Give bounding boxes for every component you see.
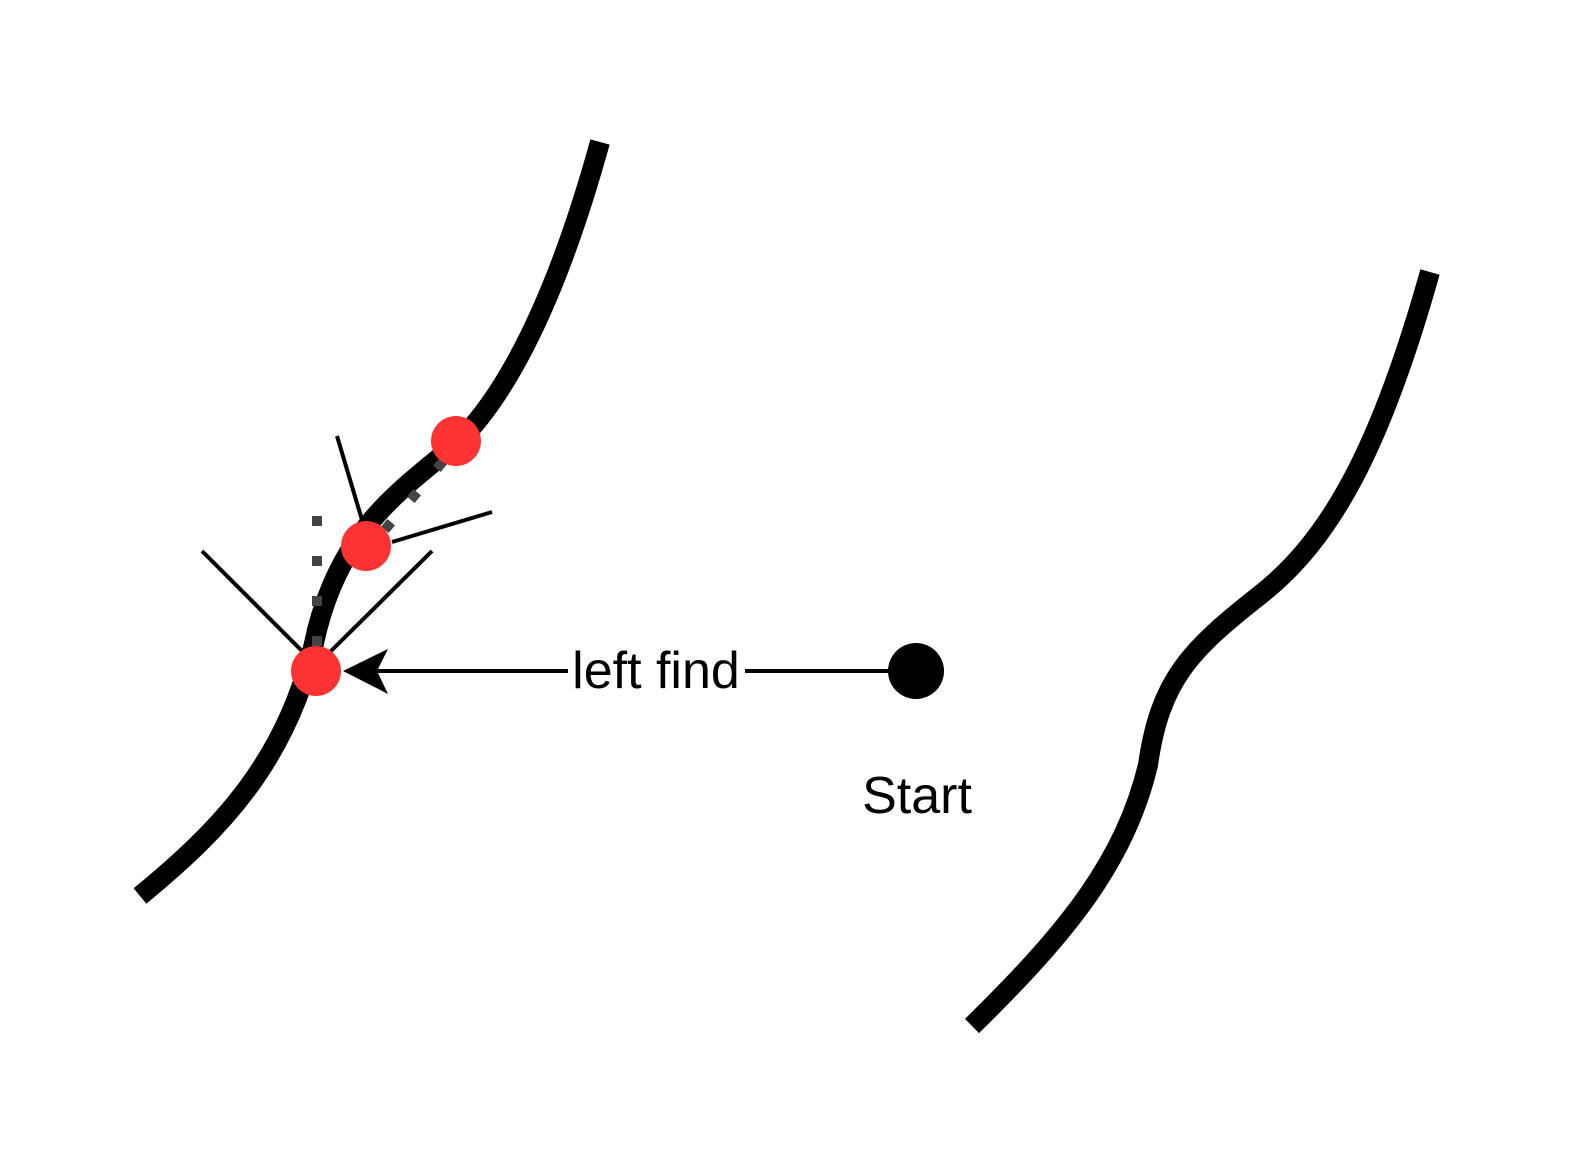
right-curve	[965, 269, 1440, 1034]
ray-upper-right	[391, 510, 493, 544]
arrow-label: left find	[572, 642, 740, 700]
found-point-1	[431, 416, 481, 466]
search-rays	[200, 435, 493, 656]
dotted-trace-vertical	[312, 516, 322, 646]
ray-lower-left	[200, 549, 307, 656]
left-curve	[133, 139, 610, 904]
found-point-2	[341, 521, 391, 571]
ray-upper-left	[335, 435, 367, 531]
start-dot	[888, 643, 944, 699]
ray-lower-right	[328, 549, 434, 654]
arrowhead-icon	[343, 649, 388, 694]
found-point-3	[291, 646, 341, 696]
start-label: Start	[862, 767, 972, 825]
